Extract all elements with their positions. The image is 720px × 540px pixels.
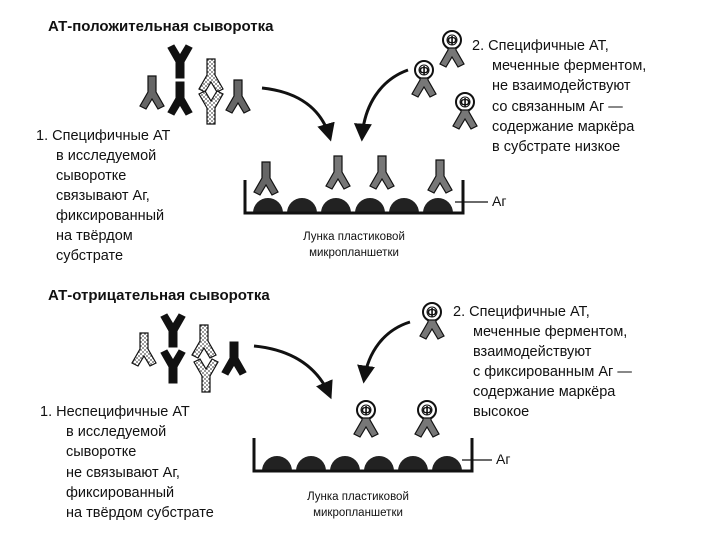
- svg-text:Φ: Φ: [361, 404, 371, 418]
- antigen-icon: [355, 198, 385, 213]
- top-well: Аг Лунка пластиковой микропланшетки: [243, 155, 506, 259]
- antigen-icon: [253, 198, 283, 213]
- antibody-icon: [160, 349, 186, 384]
- bottom-antigen-label: Аг: [496, 451, 510, 467]
- antibody-icon: [167, 81, 193, 116]
- bottom-step1-text: 1. Неспецифичные АТ в исследуемой сыворо…: [40, 404, 214, 521]
- antibody-icon: [369, 155, 395, 190]
- bottom-title: АТ-отрицательная сыворотка: [48, 287, 270, 304]
- antibody-icon: [167, 44, 193, 79]
- top-step1-text: 1. Специфичные АТ в исследуемой сыворотк…: [36, 128, 171, 264]
- antibody-icon: [253, 161, 279, 196]
- svg-text:содержание маркёра: содержание маркёра: [492, 119, 635, 135]
- svg-text:в исследуемой: в исследуемой: [56, 148, 156, 164]
- top-labeled-antibodies: Φ Φ Φ: [411, 30, 478, 130]
- svg-text:с фиксированным Аг —: с фиксированным Аг —: [473, 364, 632, 380]
- svg-text:2. Специфичные АТ,: 2. Специфичные АТ,: [453, 304, 590, 320]
- top-panel: АТ-положительная сыворотка 1. Специфичны…: [36, 18, 646, 264]
- svg-text:связывают Аг,: связывают Аг,: [56, 188, 150, 204]
- microplate-well: [252, 438, 474, 473]
- antigen-icon: [287, 198, 317, 213]
- antibody-icon: [427, 159, 453, 194]
- svg-text:сыворотке: сыворотке: [56, 168, 126, 184]
- svg-text:сыворотке: сыворотке: [66, 444, 136, 460]
- svg-text:Φ: Φ: [419, 64, 429, 78]
- antigen-icon: [364, 456, 394, 471]
- svg-text:со связанным Аг —: со связанным Аг —: [492, 99, 623, 115]
- bottom-bound-antibodies: Φ Φ: [353, 400, 440, 438]
- antigen-icon: [423, 198, 453, 213]
- antibody-icon: [198, 58, 224, 93]
- antibody-icon: [160, 313, 186, 348]
- antigen-icon: [432, 456, 462, 471]
- antibody-icon: [225, 79, 251, 114]
- antigen-icon: [389, 198, 419, 213]
- svg-text:на твёрдом субстрате: на твёрдом субстрате: [66, 505, 214, 521]
- arrow-icon: [353, 68, 409, 142]
- svg-text:Φ: Φ: [447, 34, 457, 48]
- bottom-well: Φ Φ Аг Лунка пластиковой микропланшетки: [252, 400, 510, 519]
- top-antigen-label: Аг: [492, 193, 506, 209]
- svg-text:фиксированный: фиксированный: [56, 208, 164, 224]
- bottom-antigens: [262, 456, 462, 471]
- svg-text:микропланшетки: микропланшетки: [313, 507, 403, 519]
- svg-text:1. Неспецифичные АТ: 1. Неспецифичные АТ: [40, 404, 190, 420]
- antigen-icon: [296, 456, 326, 471]
- antibody-icon: [139, 75, 165, 110]
- antibody-icon: [193, 358, 219, 393]
- antibody-icon: [191, 324, 217, 359]
- svg-text:фиксированный: фиксированный: [66, 485, 174, 501]
- antigen-icon: [398, 456, 428, 471]
- top-step2-text: 2. Специфичные АТ, меченные ферментом, н…: [472, 38, 646, 155]
- bottom-serum-antibodies: [131, 313, 247, 393]
- svg-text:меченные ферментом,: меченные ферментом,: [492, 58, 646, 74]
- svg-text:Φ: Φ: [422, 404, 432, 418]
- antigen-icon: [330, 456, 360, 471]
- top-bound-antibodies: [253, 155, 453, 196]
- svg-text:Φ: Φ: [460, 96, 470, 110]
- svg-text:в субстрате низкое: в субстрате низкое: [492, 139, 620, 155]
- top-antigens: [253, 198, 453, 213]
- antibody-icon: [221, 341, 247, 376]
- arrow-icon: [261, 86, 335, 142]
- svg-text:не связывают Аг,: не связывают Аг,: [66, 465, 180, 481]
- antigen-icon: [321, 198, 351, 213]
- svg-text:2. Специфичные АТ,: 2. Специфичные АТ,: [472, 38, 609, 54]
- svg-text:взаимодействуют: взаимодействуют: [473, 344, 592, 360]
- svg-text:микропланшетки: микропланшетки: [309, 247, 399, 259]
- svg-text:высокое: высокое: [473, 404, 529, 420]
- svg-text:на твёрдом: на твёрдом: [56, 228, 133, 244]
- svg-text:Лунка пластиковой: Лунка пластиковой: [303, 231, 405, 243]
- antigen-icon: [262, 456, 292, 471]
- antibody-icon: [325, 155, 351, 190]
- top-title: АТ-положительная сыворотка: [48, 18, 274, 35]
- arrow-icon: [357, 320, 411, 384]
- bottom-step2-text: 2. Специфичные АТ, меченные ферментом, в…: [453, 304, 632, 420]
- antibody-icon: [198, 90, 224, 125]
- svg-text:содержание маркёра: содержание маркёра: [473, 384, 616, 400]
- svg-text:Лунка пластиковой: Лунка пластиковой: [307, 491, 409, 503]
- antibody-icon: [131, 332, 157, 367]
- svg-text:Φ: Φ: [427, 306, 437, 320]
- svg-text:субстрате: субстрате: [56, 248, 123, 264]
- svg-text:1. Специфичные АТ: 1. Специфичные АТ: [36, 128, 171, 144]
- microplate-well: [243, 180, 465, 215]
- arrow-icon: [253, 344, 333, 400]
- svg-text:не взаимодействуют: не взаимодействуют: [492, 78, 631, 94]
- bottom-panel: АТ-отрицательная сыворотка 1. Неспецифич…: [40, 287, 632, 521]
- top-serum-antibodies: [139, 44, 251, 125]
- svg-text:в исследуемой: в исследуемой: [66, 424, 166, 440]
- svg-text:меченные ферментом,: меченные ферментом,: [473, 324, 627, 340]
- bottom-labeled-antibodies: Φ: [419, 302, 445, 340]
